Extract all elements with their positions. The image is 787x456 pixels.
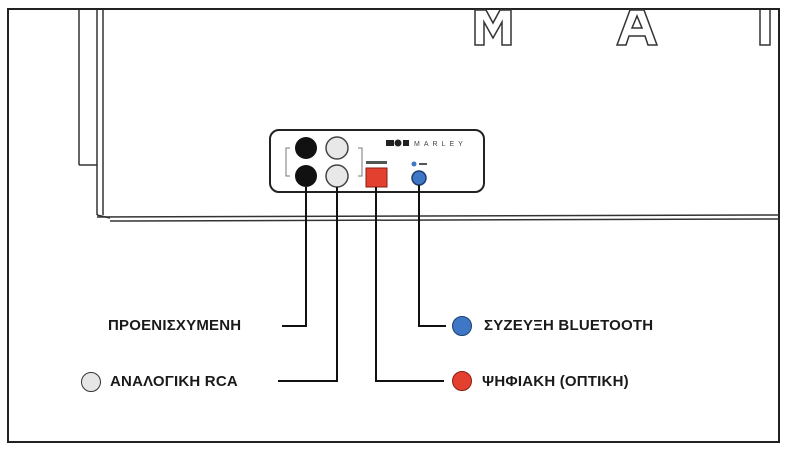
brand-outline-letters — [474, 9, 771, 46]
digital-optical-label: ΨΗΦΙΑΚΗ (ΟΠΤΙΚΗ) — [482, 373, 629, 390]
bluetooth-button — [411, 170, 427, 186]
brand-text: MARLEY — [414, 141, 467, 148]
bluetooth-indicator-icon — [411, 161, 417, 167]
analog-rca-label: ΑΝΑΛΟΓΙΚΗ RCA — [110, 373, 238, 390]
analog-legend-icon — [81, 372, 101, 392]
bluetooth-legend-icon — [452, 316, 472, 336]
optical-port — [365, 167, 388, 188]
optical-legend-icon — [452, 371, 472, 391]
device-bottom-edge — [96, 214, 780, 222]
outer-frame — [7, 8, 780, 443]
callout-lines — [278, 185, 446, 382]
preamp-jack-bottom — [295, 165, 317, 187]
optical-port-label-mark — [366, 161, 387, 164]
optical-callout-line — [375, 187, 444, 382]
brand-logo-icon — [386, 139, 409, 147]
analog-jack-bottom — [325, 164, 349, 188]
analog-callout-line — [278, 187, 338, 382]
device-side-edge — [78, 10, 111, 219]
preamp-callout-line — [282, 187, 307, 327]
analog-jack-top — [325, 136, 349, 160]
bluetooth-indicator-mark — [419, 163, 427, 165]
jack-bracket — [285, 147, 363, 177]
bluetooth-label: ΣΥΖΕΥΞΗ BLUETOOTH — [484, 317, 654, 334]
bluetooth-callout-line — [418, 185, 446, 327]
preamp-label: ΠΡΟΕΝΙΣΧΥΜΕΝΗ — [108, 317, 242, 334]
preamp-jack-top — [295, 137, 317, 159]
